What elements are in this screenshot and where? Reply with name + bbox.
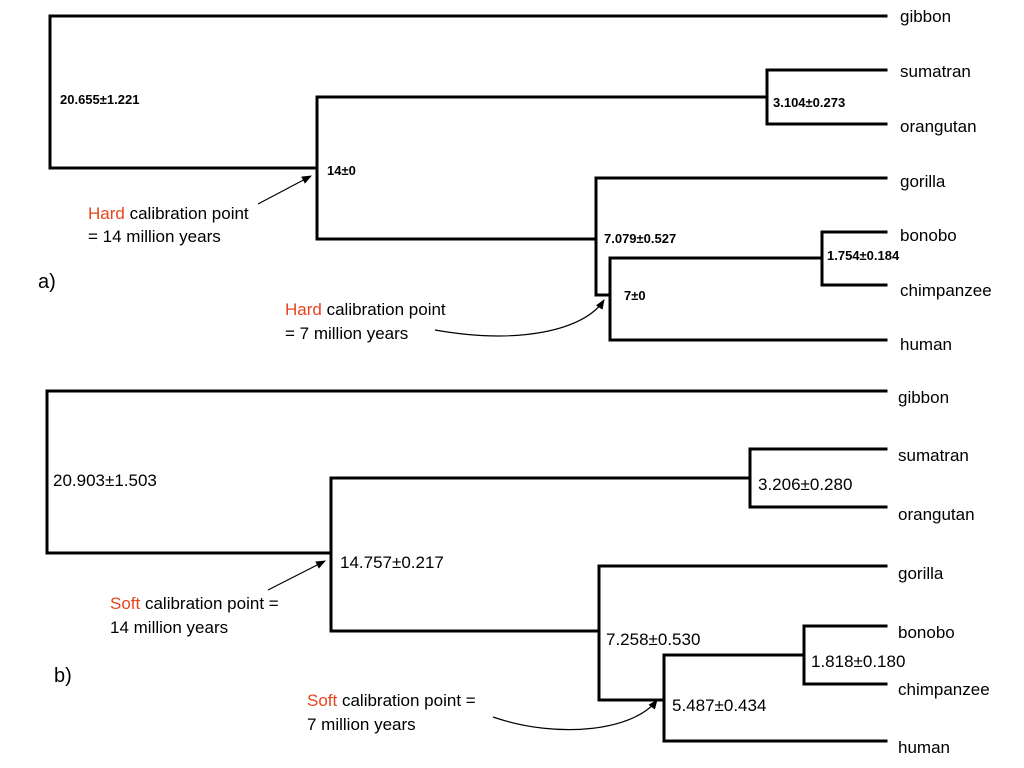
node-b-greatape-age: 14.757±0.217 [340, 553, 444, 572]
leaf-a-chimpanzee: chimpanzee [900, 281, 992, 300]
leaf-a-gibbon: gibbon [900, 7, 951, 26]
branch-a-african-ape [594, 176, 888, 297]
node-a-pan-age: 1.754±0.184 [827, 248, 900, 263]
branch-b-greatape [329, 476, 752, 633]
node-a-homo-pan-age: 7±0 [624, 288, 646, 303]
callout-a2-line2: = 7 million years [285, 324, 408, 343]
node-a-orangutan-age: 3.104±0.273 [773, 95, 845, 110]
panel-a-label: a) [38, 271, 56, 293]
branch-a-greatape [315, 95, 769, 241]
panel-a-tree [48, 14, 888, 342]
leaf-b-gorilla: gorilla [898, 564, 944, 583]
arrow-b2 [492, 699, 658, 731]
callout-a2-line1: Hard calibration point [285, 300, 446, 319]
panel-b-label: b) [54, 665, 72, 687]
branch-a-pan [820, 230, 888, 287]
leaf-a-gorilla: gorilla [900, 172, 946, 191]
node-a-root-age: 20.655±1.221 [60, 92, 139, 107]
panel-b-tree [45, 389, 888, 743]
branch-b-root-gibbon [45, 389, 888, 555]
callout-a1-line1: Hard calibration point [88, 204, 249, 223]
node-a-greatape-age: 14±0 [327, 163, 356, 178]
leaf-b-orangutan: orangutan [898, 505, 975, 524]
leaf-a-bonobo: bonobo [900, 226, 957, 245]
branch-a-root-gibbon [48, 14, 888, 170]
branch-b-homo-pan [662, 653, 888, 743]
leaf-a-sumatran: sumatran [900, 62, 971, 81]
branch-a-homo-pan [608, 256, 888, 342]
callout-b1-line1: Soft calibration point = [110, 594, 279, 613]
node-b-pan-age: 1.818±0.180 [811, 652, 905, 671]
leaf-b-sumatran: sumatran [898, 446, 969, 465]
branch-b-pan [802, 624, 888, 686]
leaf-a-human: human [900, 335, 952, 354]
arrow-a2 [434, 299, 605, 337]
node-b-homo-pan-age: 5.487±0.434 [672, 696, 766, 715]
leaf-a-orangutan: orangutan [900, 117, 977, 136]
arrow-a1 [257, 175, 312, 205]
leaf-b-gibbon: gibbon [898, 388, 949, 407]
node-b-african-ape-age: 7.258±0.530 [606, 630, 700, 649]
branch-a-orangutan-clade [765, 68, 888, 126]
callout-a1-line2: = 14 million years [88, 227, 221, 246]
node-b-orangutan-age: 3.206±0.280 [758, 475, 852, 494]
leaf-b-human: human [898, 738, 950, 757]
callout-b1-line2: 14 million years [110, 618, 228, 637]
node-a-african-ape-age: 7.079±0.527 [604, 231, 676, 246]
arrow-b1 [267, 560, 326, 591]
node-b-root-age: 20.903±1.503 [53, 471, 157, 490]
leaf-b-chimpanzee: chimpanzee [898, 680, 990, 699]
leaf-b-bonobo: bonobo [898, 623, 955, 642]
callout-b2-line2: 7 million years [307, 715, 416, 734]
branch-b-orangutan-clade [748, 447, 888, 509]
callout-b2-line1: Soft calibration point = [307, 691, 476, 710]
